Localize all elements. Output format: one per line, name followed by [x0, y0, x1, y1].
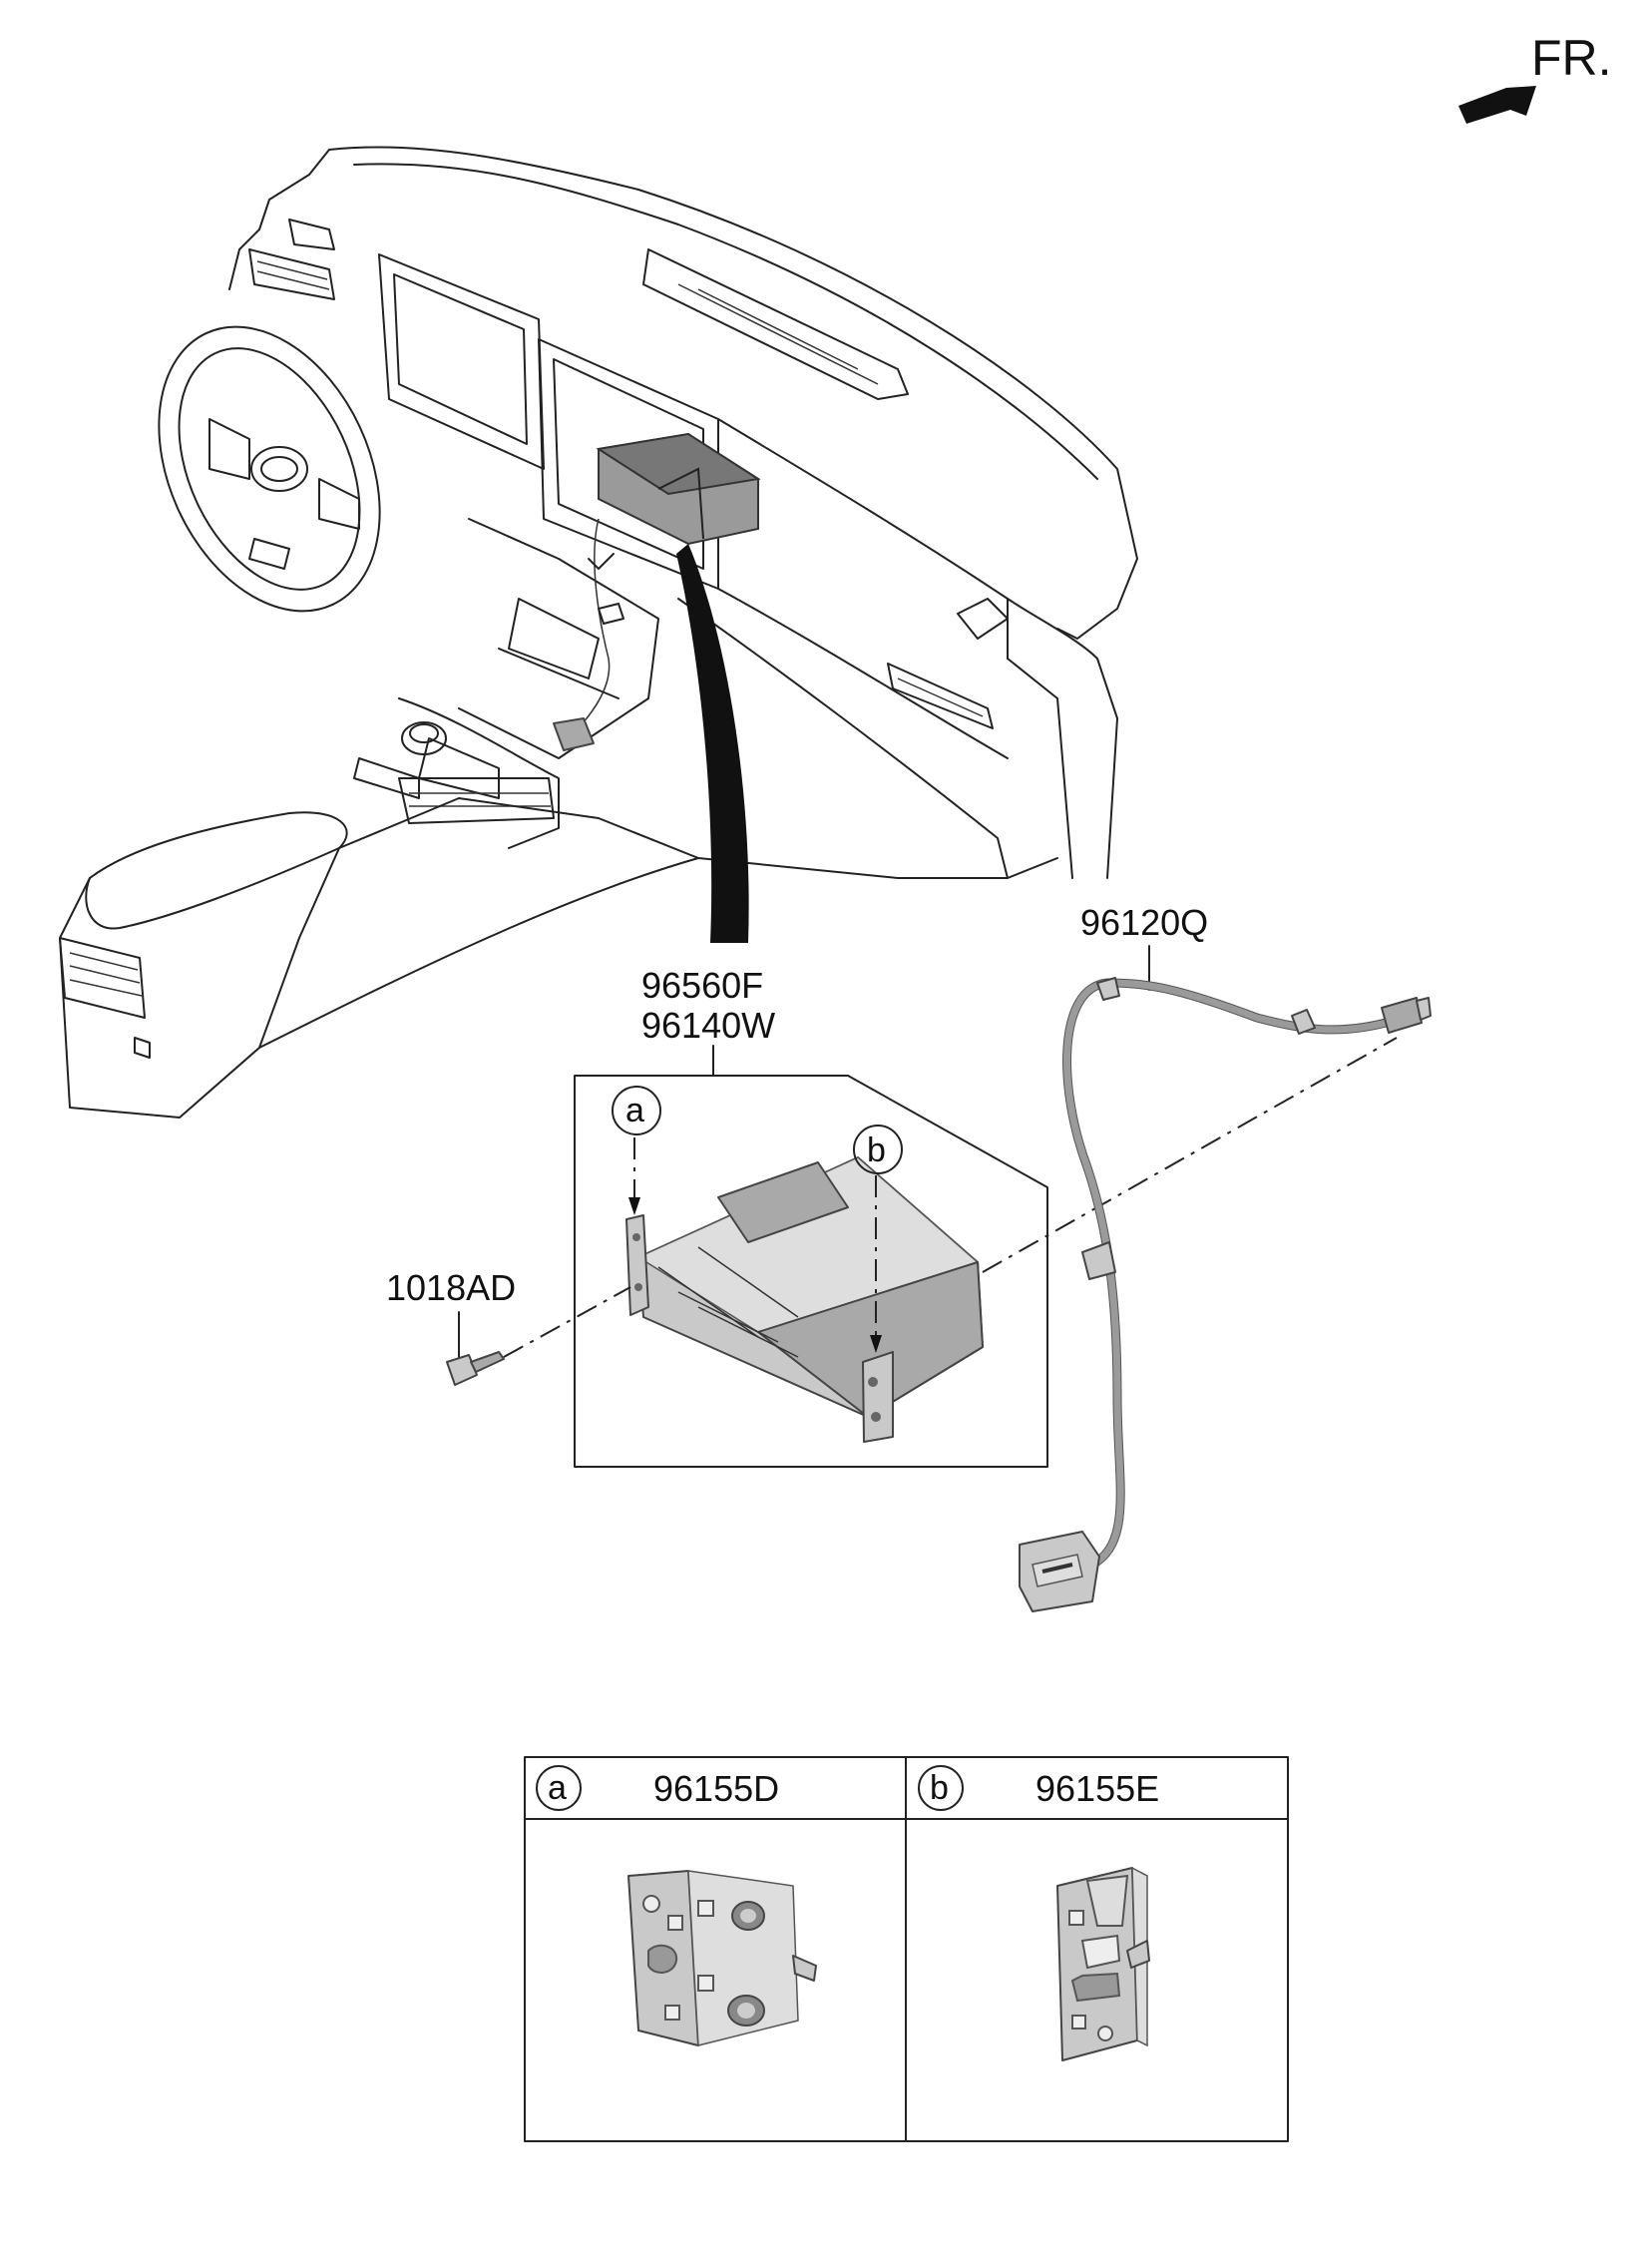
- head-unit-part-number-1: 96560F: [641, 965, 763, 1006]
- callout-b: b: [853, 1125, 903, 1353]
- legend-part-a: 96155D: [653, 1768, 779, 1809]
- front-direction-indicator: FR.: [1458, 30, 1612, 124]
- legend-part-b: 96155E: [1035, 1768, 1159, 1809]
- arrow-down-icon: [628, 1197, 640, 1215]
- legend-entry-a: a 96155D: [536, 1765, 779, 1811]
- installation-pointer: [676, 544, 749, 943]
- legend-entry-b: b 96155E: [918, 1765, 1159, 1811]
- screw-part-number: 1018AD: [386, 1267, 516, 1308]
- callout-b-label: b: [867, 1131, 886, 1169]
- bracket-a-illustration: [627, 1870, 817, 2046]
- bracket-b-illustration: [1056, 1866, 1150, 2061]
- arrow-down-icon: [870, 1335, 882, 1353]
- cable-part-number: 96120Q: [1080, 902, 1208, 943]
- usb-cable: [1019, 977, 1432, 1612]
- front-label: FR.: [1531, 30, 1612, 86]
- dashboard-illustration: [59, 146, 1138, 1119]
- legend-key-b: b: [930, 1769, 949, 1807]
- installed-head-unit: [596, 432, 761, 546]
- head-unit-group-frame: [574, 1075, 1048, 1468]
- screw: [446, 1351, 505, 1386]
- bracket-legend-table: a 96155D b 96155E: [524, 1756, 1289, 2142]
- callout-a-label: a: [625, 1092, 644, 1129]
- callout-a: a: [612, 1086, 661, 1215]
- head-unit-part-number-2: 96140W: [641, 1005, 775, 1046]
- front-arrow-icon: [1458, 86, 1536, 124]
- head-unit: [625, 1156, 984, 1443]
- legend-key-a: a: [548, 1769, 567, 1807]
